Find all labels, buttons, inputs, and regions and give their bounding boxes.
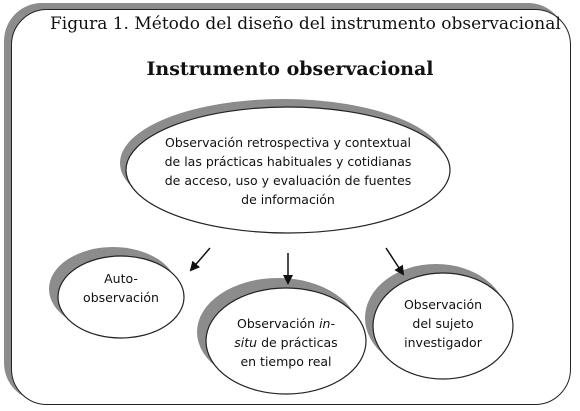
main-node-line: de acceso, uso y evaluación de fuentes: [164, 173, 412, 188]
main-node-text: Observación retrospectiva y contextual d…: [150, 133, 426, 209]
center-node-line-1: Observación in-: [216, 314, 356, 333]
center-text-italic-b: situ: [234, 335, 258, 350]
left-node-line: observación: [83, 290, 159, 305]
center-node-line-3: en tiempo real: [240, 354, 332, 369]
right-node-text: Observación del sujeto investigador: [388, 295, 498, 352]
center-node: [205, 287, 367, 395]
main-node-line: de las prácticas habituales y cotidianas: [164, 154, 412, 169]
left-node-text: Auto- observación: [66, 269, 176, 307]
center-text-italic-a: in-: [319, 316, 335, 331]
main-node-line: de información: [241, 192, 335, 207]
center-node-text: Observación in- situ de prácticas en tie…: [216, 314, 356, 371]
figure-caption: Figura 1. Método del diseño del instrume…: [50, 14, 561, 34]
arrow-to-right: [385, 247, 405, 276]
arrow-to-left: [189, 247, 211, 272]
diagram-title: Instrumento observacional: [146, 58, 434, 80]
center-text-b: de prácticas: [257, 335, 338, 350]
center-text-a: Observación: [237, 316, 320, 331]
main-node: [125, 106, 451, 234]
main-node-line: Observación retrospectiva y contextual: [165, 135, 411, 150]
right-node: [372, 272, 514, 380]
right-node-line: investigador: [404, 335, 482, 350]
center-node-line-2: situ de prácticas: [216, 333, 356, 352]
right-node-line: Observación: [403, 297, 483, 312]
right-node-line: del sujeto: [412, 316, 474, 331]
left-node: [57, 255, 185, 339]
left-node-line: Auto-: [104, 271, 138, 286]
